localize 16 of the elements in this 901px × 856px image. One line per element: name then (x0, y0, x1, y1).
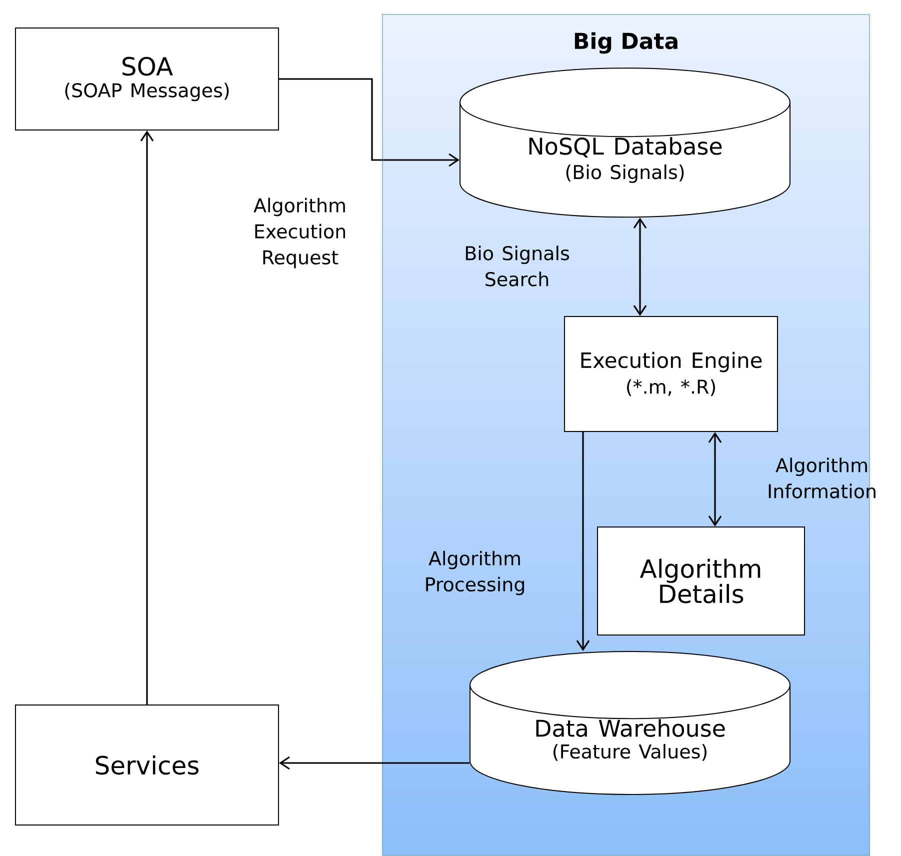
arrow (140, 130, 154, 704)
edge-label: Bio Signals Search (466, 246, 569, 286)
database-cylinder: NoSQL Database (Bio Signals) (460, 68, 791, 218)
details-box: Algorithm Details (597, 526, 805, 636)
edge-label: Algorithm Information (768, 458, 876, 498)
arrow (576, 432, 590, 651)
edge-label: Algorithm Processing (426, 550, 524, 596)
warehouse-cylinder: Data Warehouse (Feature Values) (470, 650, 791, 795)
edge-label: Algorithm Execution Request (254, 198, 346, 268)
arrow (279, 756, 470, 770)
arrow (708, 432, 722, 526)
arrow (279, 78, 460, 167)
arrow (633, 218, 647, 316)
engine-box: Execution Engine (*.m, *.R) (564, 316, 778, 432)
soa-box: SOA (SOAP Messages) (15, 28, 279, 130)
services-box: Services (15, 704, 279, 826)
